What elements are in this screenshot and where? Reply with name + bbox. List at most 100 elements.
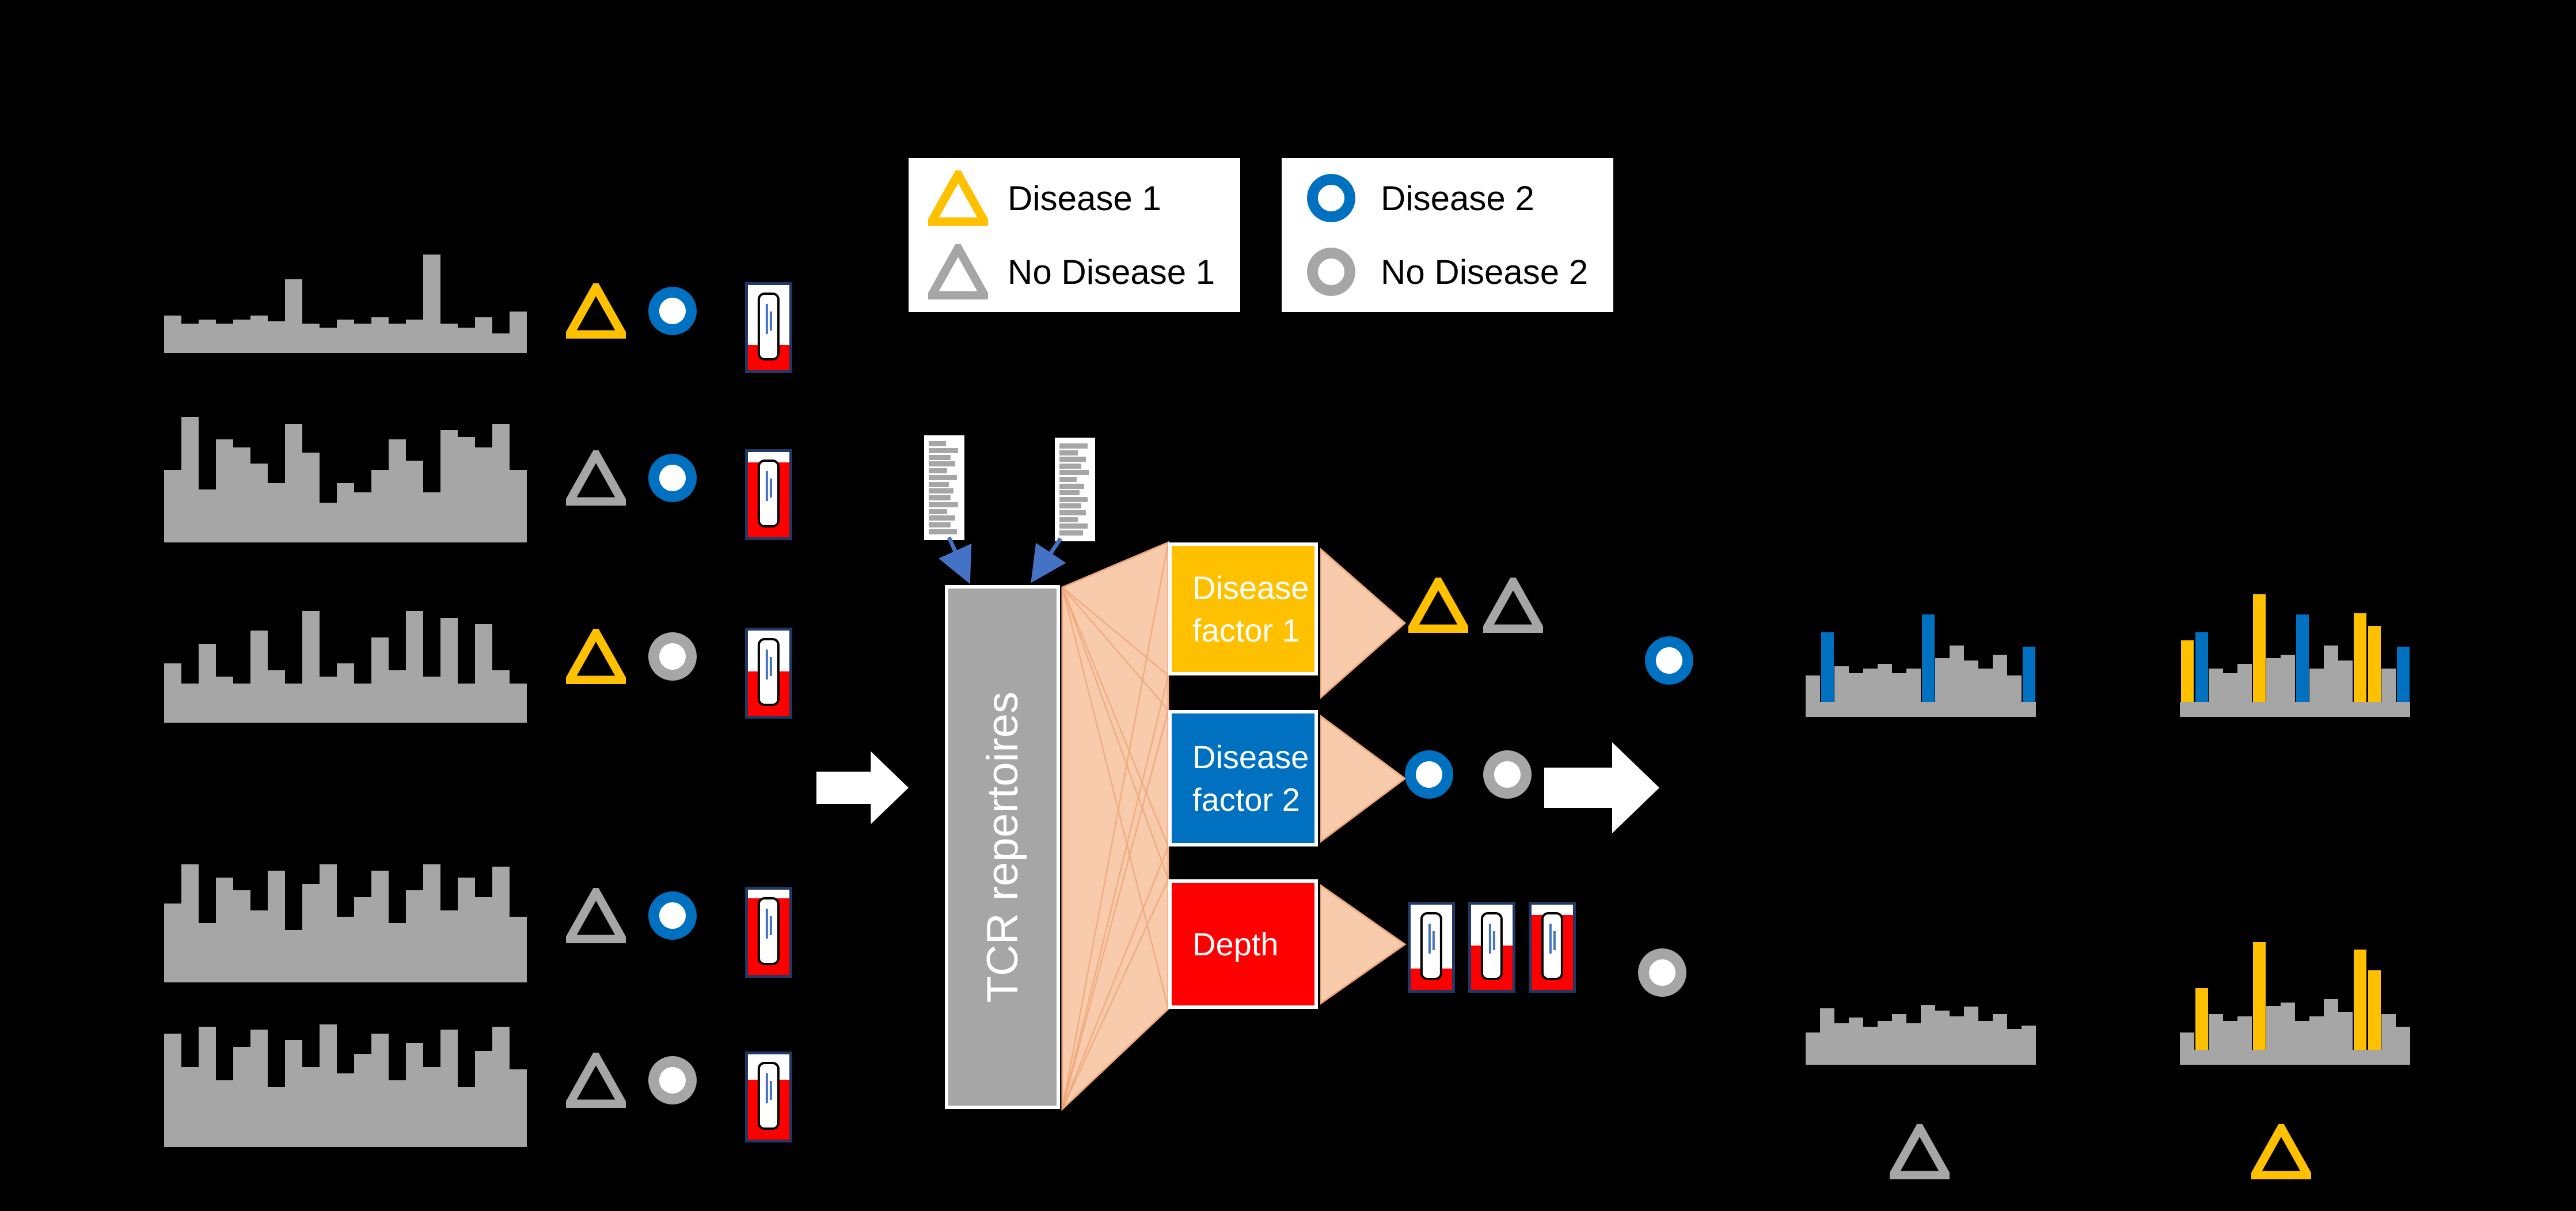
sequence-bar [1059,503,1081,509]
fan-line [1061,675,1169,1110]
expected-repertoire-nodisease2-nodisease1 [1806,927,2036,1065]
strip-line [1549,923,1552,954]
chart-slot [2194,927,2209,1065]
depth-tube-icon-3 [1529,902,1576,993]
histogram-bar [233,1047,250,1147]
disease-factor-1-box: Disease factor 1 [1168,542,1318,675]
histogram-bar [475,447,492,542]
chart-slot [2309,579,2324,717]
sample-depth-tube-icon [745,628,792,719]
histogram-baseline [164,708,527,723]
chart-bar-blue [1821,632,1834,717]
histogram-bar [406,611,423,723]
fan-line [1062,587,1169,676]
fan-line [1062,1008,1169,1110]
disease2-circle-icon [1301,170,1361,226]
disease1-negative-icon [562,883,630,944]
chart-slot [1950,579,1964,717]
chart-slot [1950,927,1964,1065]
sequence-bar [929,522,951,528]
chart-slot [2281,579,2295,717]
sample-depth-tube-icon [745,887,792,978]
strip-line [765,649,768,680]
chart-bar-blue [2296,614,2309,717]
legend-label-nodisease2: No Disease 2 [1381,252,1589,291]
histogram-bar [302,611,320,723]
inset-pointer-arrows [939,536,1066,584]
tube-strip [757,897,780,965]
chart-slot [1993,579,2007,717]
factor2-output-wedge [1320,715,1407,843]
chart-slot [2353,927,2367,1065]
chart-slot [2381,927,2396,1065]
histogram-bar [423,255,440,353]
tube-strip [757,460,780,527]
factor1-output-wedge [1320,548,1407,700]
strip-line [765,908,768,939]
sequence-list-inset-1 [924,435,964,540]
sequence-bar [1059,483,1085,489]
legend-ring-shape [1307,248,1355,296]
chart-baseline [2180,702,2410,717]
fan-line [1062,541,1169,589]
chart-slot [2007,579,2022,717]
histogram-bar [406,890,423,982]
chart-slot [2209,927,2223,1065]
chart-slot [1892,579,1906,717]
chart-slot [2295,927,2309,1065]
chart-slot [1806,927,1820,1065]
chart-bar-blue [2022,647,2035,717]
chart-slot [1863,927,1878,1065]
chart-bar-gold [2180,640,2194,717]
sequence-bar [929,468,948,474]
disease-factor-2-line1: Disease [1192,738,1309,775]
sequence-list-inset-2 [1055,438,1095,541]
chart-slot [2180,927,2194,1065]
legend-label-nodisease1: No Disease 1 [1008,252,1215,291]
strip-line [769,478,772,498]
chart-bar-blue [1921,614,1935,717]
chart-bar-gold [2368,626,2381,717]
histogram-bar [354,1054,371,1147]
histogram-bar [440,1030,458,1147]
fan-line [1061,542,1169,1110]
inset1-arrow-icon [939,536,972,584]
legend-label-disease2: Disease 2 [1381,179,1534,218]
fan-line [1061,587,1169,1009]
disease2-negative-icon [648,1056,697,1104]
sequence-bar [1059,470,1089,476]
chart-slot [2223,927,2237,1065]
legend-item-disease1: Disease 1 [909,166,1240,230]
chart-slot [2381,579,2396,717]
fan-line [1061,846,1169,1110]
histogram-bar [268,871,285,982]
chart-bar-gold [2252,594,2266,717]
depth-output-wedge [1320,884,1407,1005]
chart-slot [2367,579,2381,717]
chart-slot [2396,927,2410,1065]
sequence-bar [1059,477,1077,483]
fan-line [1062,587,1169,711]
chart-slot [1964,579,1978,717]
disease1-negative-icon [562,1047,630,1108]
histogram-bar [250,1030,268,1147]
histogram-bar [250,631,268,723]
factor2-disease2-circle-icon [1405,750,1453,799]
chart-slot [2295,579,2309,717]
histogram-bar [320,1024,337,1147]
chart-slot [1863,579,1878,717]
chart-baseline [2180,1050,2410,1065]
chart-bar-blue [2195,632,2208,717]
strip-line [769,1080,772,1100]
tcr-repertoires-label: TCR repertoires [978,691,1027,1003]
legend-disease1: Disease 1 No Disease 1 [909,158,1240,312]
factor1-disease1-triangle-icon [1404,572,1472,633]
histogram-baseline [164,967,527,982]
disease-factor-2-line2: factor 2 [1192,781,1300,818]
sample-depth-tube-icon [745,1051,792,1142]
sequence-bar [1059,463,1081,469]
sequence-bar [929,502,959,507]
sequence-bar [929,461,955,467]
sequence-bar [929,454,951,460]
tube-strip [757,638,780,706]
